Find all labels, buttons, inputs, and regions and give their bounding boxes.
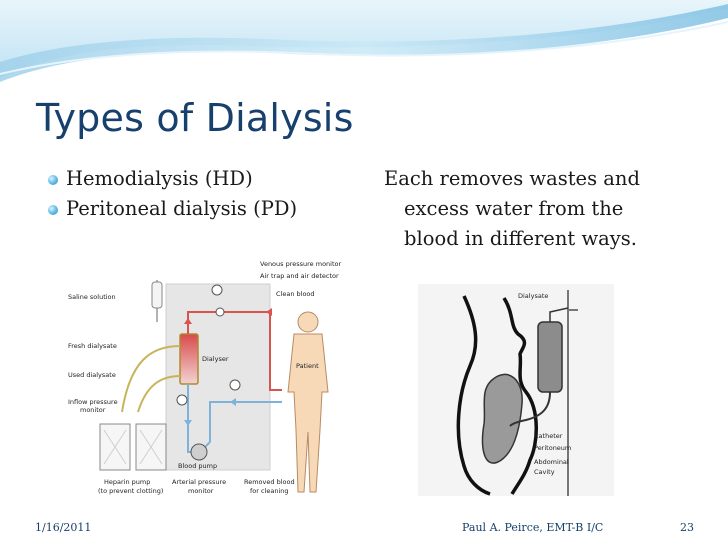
body-outline-back	[456, 295, 491, 496]
footer-author: Paul A. Peirce, EMT-B I/C	[462, 521, 604, 534]
body-outline-front	[502, 297, 538, 495]
description-line: excess water from the	[404, 197, 624, 220]
label-arterial-monitor: Arterial pressure	[172, 478, 226, 486]
label-heparin-pump: (to prevent clotting)	[98, 487, 163, 495]
label-abdominal-cavity: Cavity	[534, 468, 555, 476]
peritoneal-cavity-icon	[481, 373, 523, 464]
dialyser-cartridge-icon	[179, 333, 199, 385]
dialysate-bag-icon	[537, 321, 563, 393]
saline-bag-icon	[151, 281, 163, 309]
label-blood-pump: Blood pump	[178, 462, 217, 470]
footer-date: 1/16/2011	[35, 521, 92, 534]
bullet-dot-icon	[48, 175, 58, 185]
label-inflow-monitor: Inflow pressure	[68, 398, 118, 406]
bullet-text: Hemodialysis (HD)	[66, 167, 253, 190]
bullet-item: Hemodialysis (HD)	[48, 164, 297, 194]
description-line: blood in different ways.	[404, 227, 637, 250]
label-used-dialysate: Used dialysate	[68, 371, 116, 379]
label-clean-blood: Clean blood	[276, 290, 315, 298]
label-inflow-monitor: monitor	[80, 406, 106, 414]
label-abdominal-cavity: Abdominal	[534, 458, 569, 466]
label-air-trap: Air trap and air detector	[260, 272, 339, 280]
inflow-monitor-gauge-icon	[176, 394, 188, 406]
bullet-text: Peritoneal dialysis (PD)	[66, 197, 298, 220]
bullet-item: Peritoneal dialysis (PD)	[48, 194, 297, 224]
label-peritoneum: Peritoneum	[534, 444, 571, 452]
slide-title: Types of Dialysis	[36, 96, 354, 140]
patient-figure-icon	[287, 311, 329, 493]
blood-pump-icon	[190, 443, 208, 461]
label-fresh-dialysate: Fresh dialysate	[68, 342, 117, 350]
catheter-tube	[509, 391, 551, 427]
bullet-dot-icon	[48, 205, 58, 215]
label-removed-blood: Removed blood	[244, 478, 295, 486]
peritoneal-dialysis-diagram: Dialysate Catheter Peritoneum Abdominal …	[418, 284, 614, 496]
label-patient: Patient	[296, 362, 319, 370]
header-wave-decoration	[0, 0, 728, 90]
label-saline: Saline solution	[68, 293, 116, 301]
footer-page-number: 23	[680, 521, 694, 534]
bullet-list: Hemodialysis (HD) Peritoneal dialysis (P…	[48, 164, 297, 224]
arterial-monitor-gauge-icon	[229, 379, 241, 391]
air-trap-icon	[215, 307, 225, 317]
venous-monitor-gauge-icon	[211, 284, 223, 296]
label-catheter: Catheter	[534, 432, 563, 440]
label-heparin-pump: Heparin pump	[104, 478, 150, 486]
hemodialysis-diagram: Venous pressure monitor Air trap and air…	[68, 260, 342, 495]
label-removed-blood: for cleaning	[250, 487, 289, 495]
label-arterial-monitor: monitor	[188, 487, 214, 495]
description-text: Each removes wastes and excess water fro…	[384, 164, 704, 254]
label-venous-monitor: Venous pressure monitor	[260, 260, 342, 268]
description-line: Each removes wastes and	[384, 167, 640, 190]
label-dialysate: Dialysate	[518, 292, 548, 300]
label-dialyser: Dialyser	[202, 355, 229, 363]
